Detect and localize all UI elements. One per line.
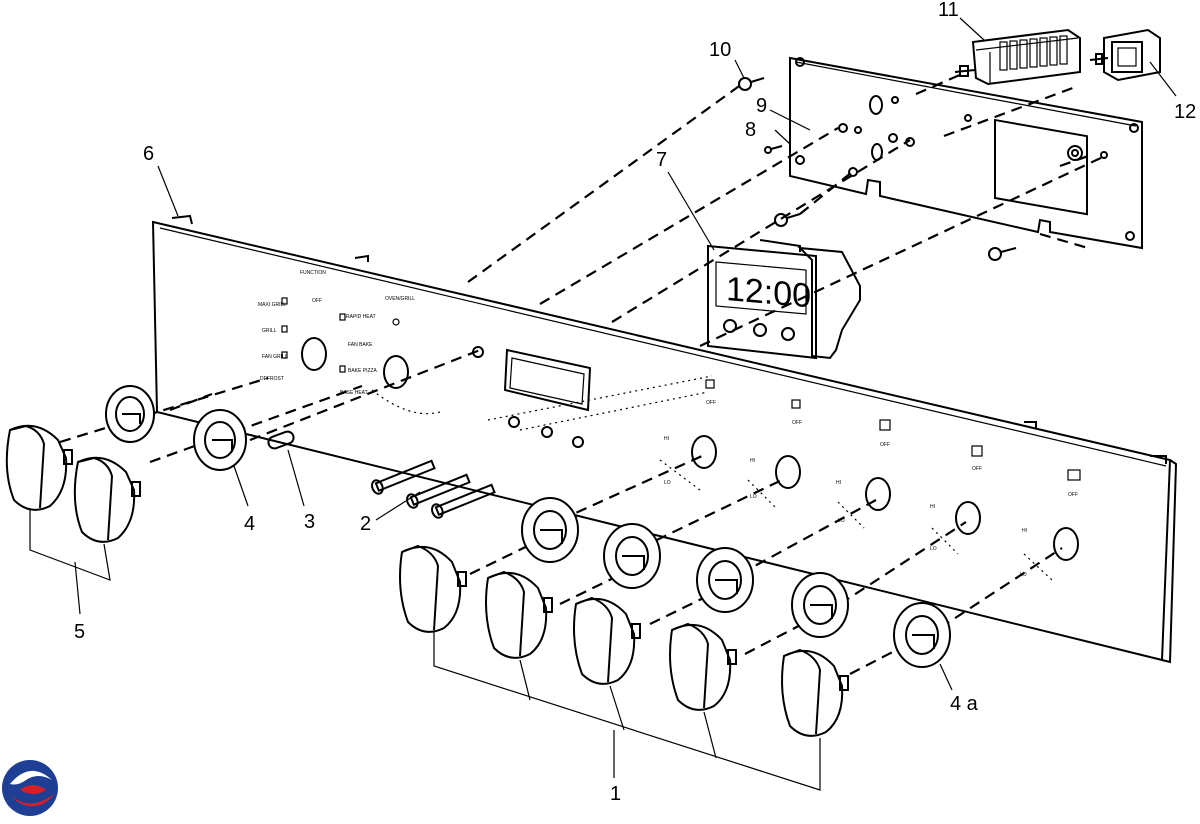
callout-9: 9: [756, 95, 767, 117]
panel-text: FUNCTION OFF OVEN/GRILL MAXI GRILL GRILL…: [258, 270, 1078, 578]
callout-10: 10: [709, 39, 731, 61]
knob-5a: [5, 424, 73, 511]
callout-7: 7: [656, 149, 667, 171]
assembly-dashed-lines: [59, 72, 1106, 675]
hob1-lo: LO: [664, 480, 671, 486]
knob-hob-5: [781, 648, 849, 737]
rear-bracket: [789, 56, 1143, 250]
function-title: FUNCTION: [300, 270, 326, 276]
clock-timer-module: 12:00: [707, 239, 861, 360]
screw-8: [764, 145, 783, 154]
callout-6: 6: [143, 143, 154, 165]
hob1-off: OFF: [706, 400, 716, 406]
bezel-left-rear: [105, 385, 155, 443]
timer-display: 12:00: [726, 270, 811, 315]
bake-pizza-label: BAKE PIZZA: [348, 368, 378, 374]
defrost-label: DEFROST: [260, 376, 284, 382]
bezel-hob-2: [603, 523, 661, 589]
callout-8: 8: [745, 119, 756, 141]
hob5-off: OFF: [1068, 492, 1078, 498]
hob4-off: OFF: [972, 466, 982, 472]
knob-hob-3: [573, 596, 641, 685]
fan-grill-label: FAN GRILL: [262, 354, 288, 360]
hob2-off: OFF: [792, 420, 802, 426]
knob-5b: [73, 456, 141, 543]
hob5-hi: HI: [1022, 528, 1027, 534]
bezel-4: [193, 409, 247, 471]
callout-2: 2: [360, 513, 371, 535]
brand-logo: [2, 760, 58, 816]
screw-10: [738, 77, 765, 91]
bracket-screw-a: [774, 213, 801, 227]
leader-lines: [29, 17, 1177, 791]
callout-1: 1: [610, 783, 621, 805]
oven-grill-title: OVEN/GRILL: [385, 296, 415, 302]
callout-3: 3: [304, 511, 315, 533]
knob-hob-2: [485, 570, 553, 659]
hob2-hi: HI: [750, 458, 755, 464]
hob3-lo: LO: [838, 518, 845, 524]
callout-4a: 4 a: [950, 693, 979, 715]
panel-screws-2: [371, 459, 496, 519]
spindle-pin-3: [267, 430, 295, 450]
hob4-lo: LO: [930, 546, 937, 552]
function-off-label: OFF: [312, 298, 322, 304]
hob5-lo: LO: [1020, 572, 1027, 578]
bezel-4a: [893, 602, 951, 668]
hob4-hi: HI: [930, 504, 935, 510]
control-knobs: [5, 424, 849, 737]
bezel-hob-3: [696, 547, 754, 613]
hob1-hi: HI: [664, 436, 669, 442]
fan-bake-label: FAN BAKE: [348, 342, 373, 348]
callout-4: 4: [244, 513, 255, 535]
hob3-hi: HI: [836, 480, 841, 486]
rotary-switch: [1089, 28, 1161, 82]
bezel-rings: [105, 385, 951, 668]
panel-indicators: [281, 297, 1081, 581]
base-heat-label: BASE HEAT: [340, 390, 368, 396]
maxi-grill-label: MAXI GRILL: [258, 302, 286, 308]
callout-11: 11: [938, 0, 959, 21]
callout-5: 5: [74, 621, 85, 643]
hob2-lo: LO: [750, 494, 757, 500]
callout-12: 12: [1174, 101, 1196, 123]
panel-knob-holes: [301, 337, 1079, 561]
control-panel-fascia: [151, 214, 1178, 664]
rapid-heat-label: RAPID HEAT: [346, 314, 376, 320]
callout-labels: 1 2 3 4 4 a 5 6 7 8 9 10 11 12: [74, 0, 1196, 805]
bracket-screw-b: [988, 247, 1017, 261]
grill-label: GRILL: [262, 328, 277, 334]
bezel-hob-4: [791, 572, 849, 638]
knob-hob-1: [399, 544, 467, 633]
hob3-off: OFF: [880, 442, 890, 448]
bezel-hob-1: [521, 497, 579, 563]
knob-hob-4: [669, 622, 737, 711]
selector-switch: [954, 28, 1081, 86]
